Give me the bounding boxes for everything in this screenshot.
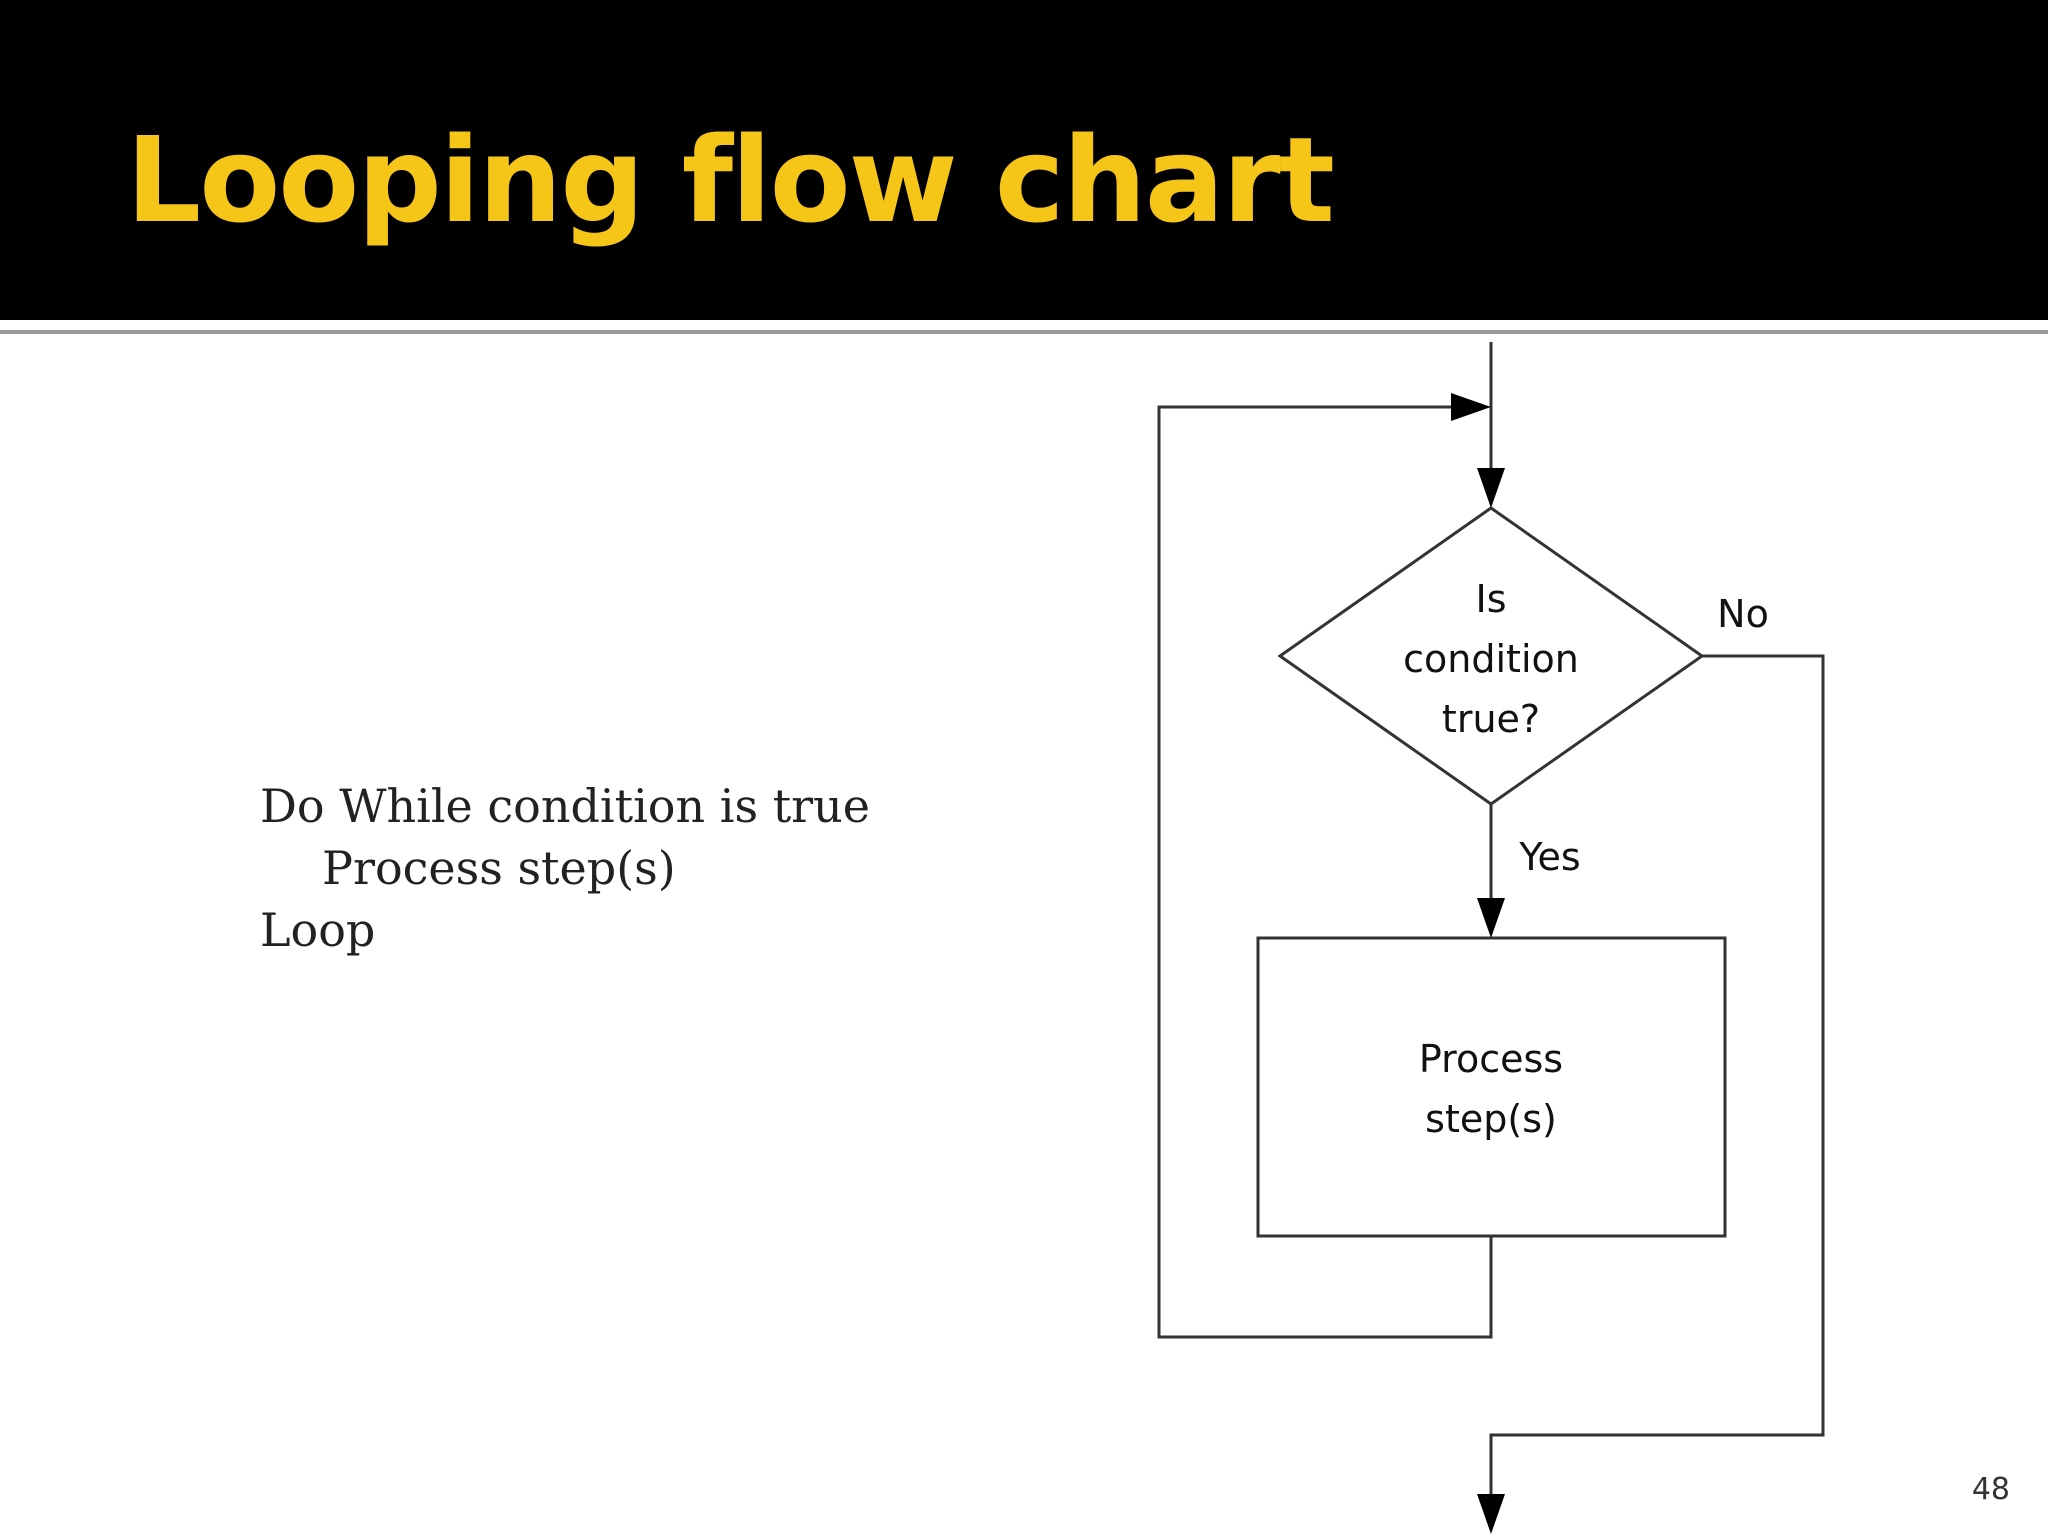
pseudocode-block: Do While condition is true Process step(…	[260, 775, 870, 961]
no-label: No	[1717, 592, 1769, 636]
decision-text-line-3: true?	[1442, 697, 1540, 741]
no-connector	[1489, 654, 1825, 1496]
yes-label: Yes	[1518, 835, 1580, 879]
exit-arrowhead	[1477, 1494, 1505, 1534]
yes-arrowhead	[1477, 898, 1505, 938]
pseudocode-line-loop: Loop	[260, 903, 376, 957]
pseudocode-line-do-while: Do While condition is true	[260, 779, 871, 833]
decision-text-line-1: Is	[1475, 577, 1506, 621]
title-bar: Looping flow chart	[0, 0, 2048, 320]
decision-text-line-2: condition	[1403, 637, 1579, 681]
process-box	[1256, 936, 1727, 1238]
title-underline	[0, 330, 2048, 334]
entry-arrowhead	[1477, 468, 1505, 508]
pseudocode-line-process: Process step(s)	[322, 841, 676, 895]
loop-back-connector	[1157, 405, 1493, 1339]
slide-title: Looping flow chart	[126, 111, 1335, 249]
process-text-line-1: Process	[1419, 1037, 1563, 1081]
merge-arrowhead	[1451, 393, 1491, 421]
page-number: 48	[1971, 1472, 2010, 1507]
process-text-line-2: step(s)	[1425, 1097, 1557, 1141]
